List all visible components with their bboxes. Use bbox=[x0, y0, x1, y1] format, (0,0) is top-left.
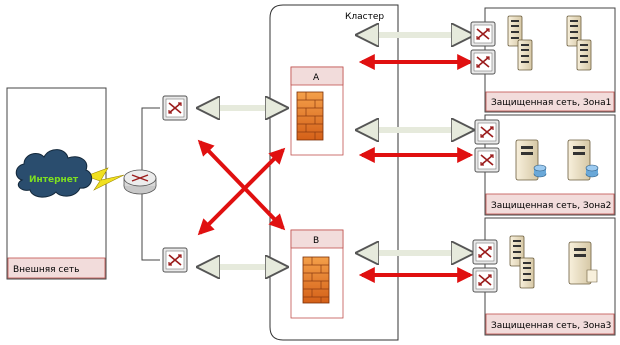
server-icon bbox=[517, 39, 533, 71]
zone1-label: Защищенная сеть, Зона1 bbox=[491, 98, 611, 108]
cloud-icon: Интернет bbox=[15, 149, 93, 198]
router-icon bbox=[123, 169, 157, 195]
server-icon bbox=[568, 241, 598, 285]
server-icon bbox=[515, 139, 547, 181]
zone1-box: Защищенная сеть, Зона1 bbox=[484, 7, 616, 113]
switch-icon bbox=[472, 267, 498, 293]
zone2-label-band bbox=[485, 193, 615, 215]
switch-icon bbox=[162, 247, 188, 273]
switch-icon bbox=[474, 147, 500, 173]
zone3-label: Защищенная сеть, Зона3 bbox=[491, 321, 611, 331]
gray-links bbox=[201, 35, 470, 267]
switch-icon bbox=[470, 49, 496, 75]
zone2-box: Защищенная сеть, Зона2 bbox=[484, 114, 616, 216]
firewall-icon bbox=[296, 91, 324, 141]
lightning-icon bbox=[85, 167, 125, 191]
cluster-label: Кластер bbox=[345, 12, 384, 22]
zone1-label-band bbox=[485, 91, 615, 112]
node-b: В bbox=[290, 229, 344, 319]
external-label-band bbox=[7, 257, 106, 279]
node-a: А bbox=[290, 66, 344, 156]
red-link-cross-2 bbox=[197, 147, 286, 236]
switch-icon bbox=[472, 239, 498, 265]
switch-icon bbox=[162, 95, 188, 121]
red-links bbox=[197, 54, 474, 283]
zone3-label-band bbox=[485, 313, 615, 335]
node-b-label: В bbox=[313, 236, 319, 246]
server-icon bbox=[519, 257, 535, 289]
firewall-icon bbox=[302, 256, 330, 304]
server-icon bbox=[567, 139, 599, 181]
server-icon bbox=[576, 39, 592, 71]
zone3-box: Защищенная сеть, Зона3 bbox=[484, 217, 616, 336]
zone2-label: Защищенная сеть, Зона2 bbox=[491, 201, 611, 211]
external-label: Внешняя сеть bbox=[13, 265, 79, 275]
internet-label: Интернет bbox=[29, 175, 79, 185]
switch-icon bbox=[474, 119, 500, 145]
switch-icon bbox=[470, 21, 496, 47]
node-a-label: А bbox=[313, 73, 320, 83]
